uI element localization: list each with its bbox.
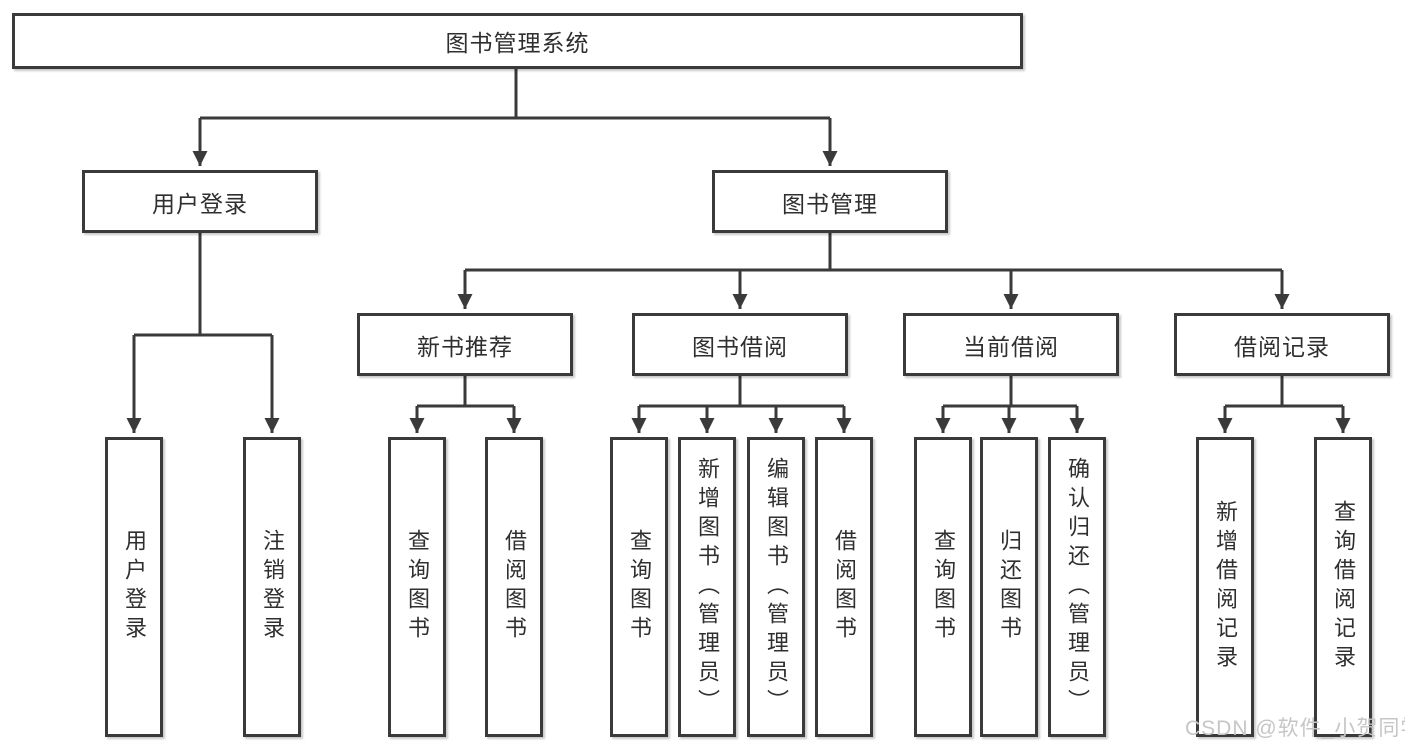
node-label: 用户登录 (122, 529, 147, 645)
node-new-book-recommendation: 新书推荐 (357, 313, 573, 376)
node-user-login: 用户登录 (82, 170, 318, 233)
node-book-management: 图书管理 (712, 170, 948, 233)
node-label: 查询图书 (627, 529, 652, 645)
node-label: 图书管理 (782, 190, 878, 217)
node-borrowing-records: 借阅记录 (1174, 313, 1390, 376)
node-label: 查询图书 (405, 529, 430, 645)
leaf-borrow-books: 借阅图书 (815, 437, 873, 737)
node-label: 用户登录 (152, 190, 248, 217)
leaf-query-books-current: 查询图书 (914, 437, 972, 737)
node-label: 查询借阅记录 (1331, 500, 1356, 674)
node-label: 图书借阅 (692, 333, 788, 360)
node-label: 新增借阅记录 (1213, 500, 1238, 674)
leaf-add-books-admin: 新增图书（管理员） (678, 437, 736, 737)
leaf-query-books-borrow: 查询图书 (610, 437, 668, 737)
node-label: 新书推荐 (417, 333, 513, 360)
leaf-user-login: 用户登录 (105, 437, 163, 737)
node-label: 当前借阅 (963, 333, 1059, 360)
node-label: 新增图书（管理员） (695, 456, 720, 718)
node-label: 借阅图书 (502, 529, 527, 645)
node-label: 编辑图书（管理员） (764, 456, 789, 718)
node-current-borrowing: 当前借阅 (903, 313, 1119, 376)
leaf-borrow-books-recommend: 借阅图书 (485, 437, 543, 737)
leaf-query-books-recommend: 查询图书 (388, 437, 446, 737)
leaf-logout: 注销登录 (243, 437, 301, 737)
node-library-management-system: 图书管理系统 (12, 13, 1023, 69)
node-label: 图书管理系统 (445, 30, 590, 56)
node-label: 确认归还（管理员） (1065, 456, 1090, 718)
node-label: 归还图书 (997, 529, 1022, 645)
leaf-confirm-return-admin: 确认归还（管理员） (1048, 437, 1106, 737)
leaf-add-borrow-record: 新增借阅记录 (1196, 437, 1254, 737)
leaf-query-borrow-record: 查询借阅记录 (1314, 437, 1372, 737)
csdn-watermark: CSDN @软件_小贺同学 (1185, 717, 1405, 740)
node-label: 借阅记录 (1234, 333, 1330, 360)
leaf-return-books: 归还图书 (980, 437, 1038, 737)
node-book-borrowing: 图书借阅 (632, 313, 848, 376)
arrow-connectors (126, 118, 1351, 433)
node-label: 借阅图书 (832, 529, 857, 645)
leaf-edit-books-admin: 编辑图书（管理员） (747, 437, 805, 737)
node-label: 注销登录 (260, 529, 285, 645)
node-label: 查询图书 (931, 529, 956, 645)
